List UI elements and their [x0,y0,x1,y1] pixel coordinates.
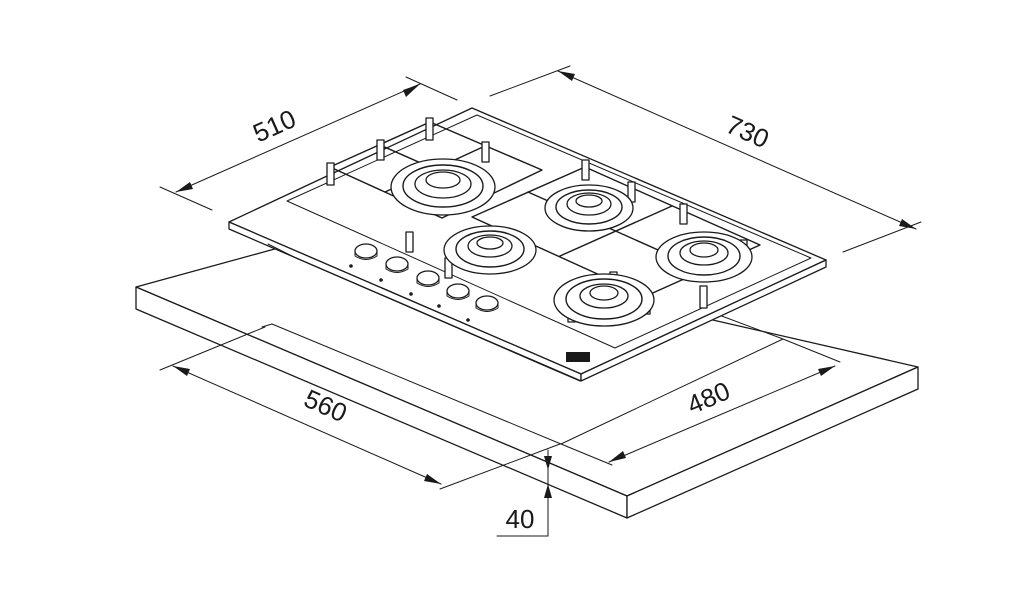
arrowhead [403,84,420,97]
control-mark [409,292,413,296]
burner-ring [455,230,525,268]
knob [385,256,409,272]
burner-back-left [390,158,496,216]
knob-side [354,250,378,260]
burner-cap [689,242,719,258]
control-mark [379,278,383,282]
burner-ring [555,189,623,225]
arrowhead [544,484,552,498]
burner-cap [425,171,461,189]
knob-side [475,302,499,312]
knob-4 [446,283,470,300]
hob-casing [267,243,581,382]
extension-line [159,326,266,371]
knob [475,295,499,311]
burner-cap [589,285,619,301]
dimension-lines [159,65,922,537]
burner-cap [476,236,504,250]
burner-back-right [544,184,634,232]
grate-finger [481,141,490,163]
arrowhead [173,366,190,376]
arrowhead [176,182,193,192]
control-markings [349,264,470,322]
burners [390,158,753,327]
label-510: 510 [248,103,300,148]
knob-side [446,290,470,300]
extension-line [405,76,458,101]
extension-line [782,338,841,363]
right-grate-frame [471,166,761,297]
burner-right [655,231,753,283]
label-730: 730 [722,109,774,154]
grate-finger [376,139,385,161]
dimension-560-line [172,365,442,485]
knob-3 [416,270,440,287]
dimension-480-line [608,365,836,463]
burner-ring [667,236,741,276]
arrowhead [424,474,441,484]
hob-inner-frame [286,114,812,349]
arrowhead [544,456,552,470]
knob [354,243,378,259]
burner-ring [402,164,484,208]
arrowhead [558,71,575,81]
label-40: 40 [506,504,535,534]
control-mark [349,264,353,268]
knob-1 [354,243,378,260]
knob-2 [385,256,409,273]
knob-5 [475,295,499,312]
grate-finger [699,285,708,309]
grate-finger [326,162,335,186]
burner-cap [575,194,603,208]
dimension-730-line [557,70,917,230]
extension-line [560,443,613,466]
brand-badge [566,352,590,362]
extension-line [489,65,571,97]
control-mark [466,318,470,322]
hob-plate-side-edge [580,259,827,382]
grate-finger [425,117,434,141]
knob-side [385,263,409,273]
grate-finger [679,203,688,225]
burner-center [443,225,537,275]
countertop [135,232,919,519]
extension-line [439,443,561,490]
countertop-side-face [626,366,919,519]
right-grate-bar [559,205,673,257]
knob [416,270,440,286]
grate-finger [405,231,414,253]
burner-front [553,273,655,327]
burner-ring [565,278,643,320]
extension-line [159,186,213,211]
arrowhead [899,219,916,229]
arrowhead [818,366,835,376]
grate-finger [581,159,590,181]
knob-side [416,277,440,287]
dimension-510-line [175,83,421,193]
control-mark [437,304,441,308]
arrowhead [609,451,626,462]
control-knobs [354,243,499,312]
knob [446,283,470,299]
